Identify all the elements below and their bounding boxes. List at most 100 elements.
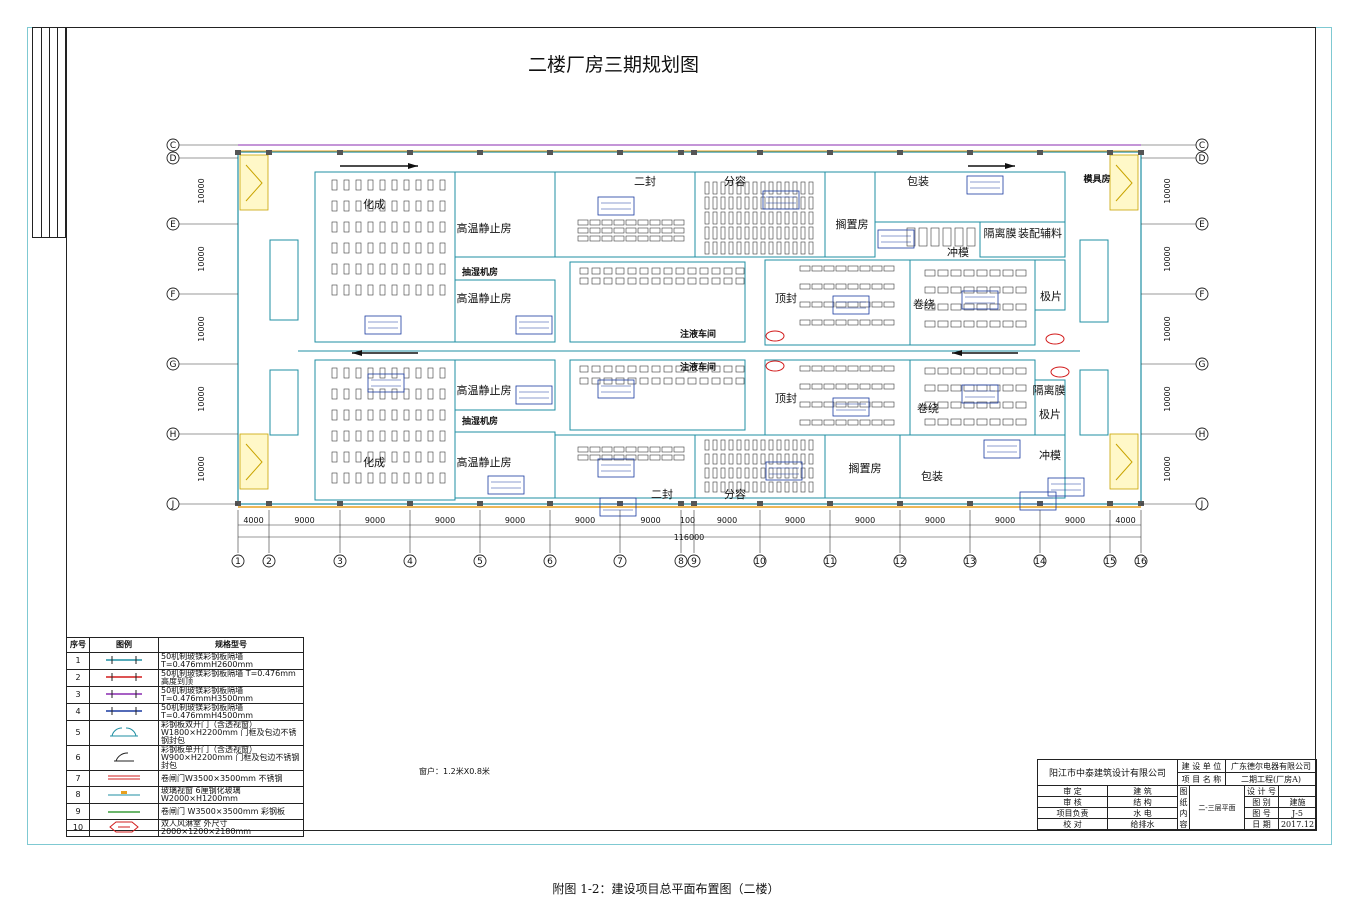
top-sealer bbox=[811, 265, 823, 272]
room-gaowen-1 bbox=[454, 171, 556, 258]
legend-symbol bbox=[89, 652, 159, 670]
capacity-rack bbox=[752, 467, 758, 479]
capacity-rack bbox=[752, 439, 758, 451]
winding-machine bbox=[976, 418, 988, 426]
formation-cabinet bbox=[427, 472, 434, 484]
steel-door-icon bbox=[108, 810, 140, 813]
formation-cabinet bbox=[367, 451, 374, 463]
axis-col-bubble bbox=[231, 554, 245, 568]
legend-header-spec: 规格型号 bbox=[158, 637, 304, 653]
window-note: 窗户：1.2米X0.8米 bbox=[419, 767, 490, 776]
capacity-rack bbox=[784, 439, 790, 451]
formation-cabinet bbox=[427, 388, 434, 400]
capacity-rack bbox=[808, 211, 814, 225]
winding-machine bbox=[924, 367, 936, 375]
legend-index: 7 bbox=[66, 770, 90, 787]
room-huacheng-top bbox=[314, 171, 456, 343]
axis-col-bubble bbox=[823, 554, 837, 568]
formation-cabinet bbox=[427, 367, 434, 379]
sealing-machine bbox=[649, 235, 661, 242]
column-marker bbox=[757, 501, 763, 506]
capacity-rack bbox=[712, 439, 718, 451]
formation-cabinet bbox=[379, 284, 386, 296]
capacity-rack bbox=[752, 211, 758, 225]
winding-machine bbox=[950, 269, 962, 277]
formation-cabinet bbox=[403, 221, 410, 233]
capacity-rack bbox=[712, 453, 718, 465]
top-sealer bbox=[883, 319, 895, 326]
column-marker bbox=[266, 501, 272, 506]
injection-station bbox=[639, 277, 649, 285]
field-1-value: 建施 bbox=[1279, 797, 1317, 808]
injection-station bbox=[651, 277, 661, 285]
sealing-machine bbox=[625, 446, 637, 453]
formation-cabinet bbox=[403, 430, 410, 442]
column-dimension: 9000 bbox=[995, 516, 1015, 525]
top-sealer bbox=[883, 401, 895, 408]
column-marker bbox=[1138, 501, 1144, 506]
equipment-spec-tag bbox=[597, 458, 635, 478]
capacity-rack bbox=[800, 453, 806, 465]
equipment-spec-tag bbox=[961, 290, 999, 310]
room-fenrong-top bbox=[694, 171, 826, 258]
stair-icon bbox=[1115, 443, 1133, 481]
winding-machine bbox=[937, 367, 949, 375]
capacity-rack bbox=[736, 439, 742, 451]
legend-symbol bbox=[89, 686, 159, 704]
sealing-machine bbox=[649, 219, 661, 226]
column-marker bbox=[827, 150, 833, 155]
capacity-rack bbox=[776, 453, 782, 465]
formation-cabinet bbox=[355, 367, 362, 379]
injection-station bbox=[603, 277, 613, 285]
legend-index: 10 bbox=[66, 819, 90, 837]
room-label: 高温静止房 bbox=[457, 291, 512, 305]
injection-station bbox=[615, 267, 625, 275]
sealing-machine bbox=[625, 454, 637, 461]
room-jipian-bottom bbox=[1034, 379, 1066, 436]
top-sealer bbox=[883, 419, 895, 426]
top-sealer bbox=[823, 401, 835, 408]
capacity-rack bbox=[760, 439, 766, 451]
axis-col-label: 3 bbox=[337, 557, 343, 567]
column-marker bbox=[1037, 501, 1043, 506]
capacity-rack bbox=[808, 439, 814, 451]
formation-cabinet bbox=[427, 409, 434, 421]
top-sealer bbox=[847, 301, 859, 308]
capacity-rack bbox=[720, 481, 726, 493]
formation-cabinet bbox=[343, 409, 350, 421]
title-block: 阳江市中泰建筑设计有限公司 建 设 单 位 广东德尔电器有限公司 项 目 名 称… bbox=[1037, 759, 1317, 831]
formation-cabinet bbox=[379, 451, 386, 463]
row-dimension: 10000 bbox=[1163, 456, 1172, 481]
punching-press bbox=[954, 227, 964, 247]
formation-cabinet bbox=[343, 388, 350, 400]
top-sealer bbox=[847, 283, 859, 290]
capacity-rack bbox=[784, 181, 790, 195]
capacity-rack bbox=[760, 453, 766, 465]
room-label: 注液车间 bbox=[680, 361, 716, 373]
winding-machine bbox=[1015, 384, 1027, 392]
formation-cabinet bbox=[391, 451, 398, 463]
winding-machine bbox=[963, 367, 975, 375]
winding-machine bbox=[950, 384, 962, 392]
punching-press bbox=[942, 227, 952, 247]
injection-station bbox=[675, 365, 685, 373]
capacity-rack bbox=[712, 226, 718, 240]
legend-spec: 彩钢板单开门（含透视窗）W900×H2200mm 门框及包边不锈钢封包 bbox=[158, 745, 304, 771]
winding-machine bbox=[963, 286, 975, 294]
top-sealer bbox=[847, 319, 859, 326]
air-shower-icon bbox=[1050, 366, 1070, 378]
capacity-rack bbox=[720, 181, 726, 195]
top-sealer bbox=[799, 301, 811, 308]
equipment-blocks bbox=[331, 163, 1085, 517]
flow-arrow-top-right-head bbox=[1005, 163, 1015, 169]
legend-spec: 50机制玻镁彩钢板隔墙 T=0.476mmH3500mm bbox=[158, 686, 304, 704]
room-labels: 化成化成高温静止房高温静止房高温静止房高温静止房抽湿机房抽湿机房二封二封分容分容… bbox=[363, 173, 1111, 501]
room-side-east-top bbox=[1079, 239, 1109, 323]
room-zhuangpei bbox=[979, 221, 1066, 258]
room-label: 极片 bbox=[1040, 289, 1062, 303]
top-sealer bbox=[811, 301, 823, 308]
equipment-spec-tag bbox=[966, 175, 1004, 195]
